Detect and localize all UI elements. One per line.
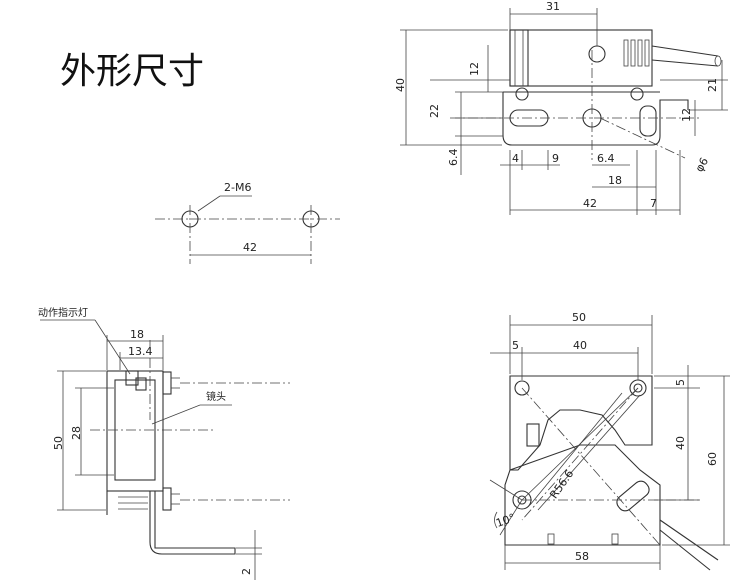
screw-left bbox=[515, 87, 529, 101]
sensor-lens-block bbox=[509, 29, 529, 87]
screw-right bbox=[630, 87, 644, 101]
front-view: 50 5 40 5 40 60 R56.6 10° 58 bbox=[489, 311, 730, 571]
dim-10-deg: 10° bbox=[494, 511, 517, 530]
mount-hole-pattern: 2-M6 42 bbox=[155, 181, 340, 264]
dim-40-right: 40 bbox=[674, 436, 687, 450]
dim-4: 4 bbox=[512, 152, 519, 165]
dim-50-front: 50 bbox=[572, 311, 586, 324]
dim-40-front: 40 bbox=[573, 339, 587, 352]
dim-40: 40 bbox=[394, 78, 407, 92]
dim-58: 58 bbox=[575, 550, 589, 563]
dim-5-right: 5 bbox=[674, 379, 687, 386]
screw-head-bottom bbox=[162, 487, 172, 511]
dim-9: 9 bbox=[552, 152, 559, 165]
connector-fins bbox=[623, 39, 650, 67]
angle-arc bbox=[489, 479, 523, 536]
screw-head-top bbox=[162, 371, 172, 395]
dim-6-4-left: 6.4 bbox=[447, 149, 460, 167]
front-cable bbox=[659, 519, 719, 561]
dim-28: 28 bbox=[70, 426, 83, 440]
lens-label: 镜头 bbox=[206, 390, 226, 403]
dim-18: 18 bbox=[608, 174, 622, 187]
dim-21: 21 bbox=[706, 78, 719, 92]
dim-31: 31 bbox=[546, 0, 560, 13]
front-plate-lower bbox=[504, 444, 661, 546]
top-view: 31 40 12 22 21 12 6.4 4 9 6.4 18 42 7 φ6 bbox=[394, 0, 728, 215]
dim-18-side: 18 bbox=[130, 328, 144, 341]
dim-22: 22 bbox=[428, 104, 441, 118]
indicator-circle bbox=[588, 45, 606, 63]
mount-hole-label: 2-M6 bbox=[224, 181, 251, 194]
indicator-light-label: 动作指示灯 bbox=[38, 306, 88, 319]
slot-right bbox=[639, 105, 657, 137]
dim-7: 7 bbox=[650, 197, 657, 210]
cable-line bbox=[651, 45, 719, 57]
dim-2: 2 bbox=[240, 568, 253, 575]
mount-spacing-dim: 42 bbox=[243, 241, 257, 254]
front-window bbox=[526, 423, 540, 447]
page-title: 外形尺寸 bbox=[60, 51, 205, 92]
hole-top-left bbox=[514, 380, 530, 396]
bracket-outline bbox=[502, 92, 689, 146]
l-bracket bbox=[149, 491, 236, 555]
front-plate-upper bbox=[509, 375, 653, 471]
slot-arc bbox=[616, 480, 650, 512]
dim-r56-6: R56.6 bbox=[547, 467, 576, 501]
dim-12-top: 12 bbox=[468, 62, 481, 76]
side-view: 动作指示灯 镜头 18 13.4 50 28 2 bbox=[38, 306, 290, 580]
dim-5-front: 5 bbox=[512, 339, 519, 352]
dim-12-right: 12 bbox=[680, 108, 693, 122]
dim-phi6: φ6 bbox=[693, 155, 711, 174]
dim-13-4: 13.4 bbox=[128, 345, 153, 358]
dim-6-4: 6.4 bbox=[597, 152, 615, 165]
dim-60: 60 bbox=[706, 452, 719, 466]
dim-42-top: 42 bbox=[583, 197, 597, 210]
dim-50-side: 50 bbox=[52, 436, 65, 450]
